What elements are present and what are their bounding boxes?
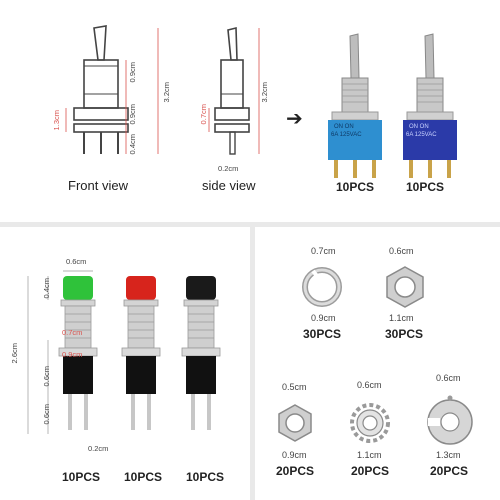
side-dim-pin: 0.2cm <box>218 164 239 173</box>
front-dim-lower: 0.4cm <box>128 134 137 155</box>
pb-dim-pin-width: 0.2cm <box>88 444 109 453</box>
flat-washer-icon <box>427 395 473 445</box>
toggle-switch-dark-blue <box>403 33 457 178</box>
push-button-red <box>121 276 161 430</box>
lock-washer-top-dim: 0.6cm <box>357 380 382 390</box>
pb-qty-red: 10PCS <box>124 470 163 484</box>
hardware-panel <box>255 227 500 500</box>
dark-blue-switch-marking-bottom: 6A 125VAC <box>406 132 437 138</box>
pb-dim-total: 2.6cm <box>10 343 19 364</box>
side-dim-depth: 0.7cm <box>199 104 208 125</box>
hex-nut-large-top-dim: 0.6cm <box>389 246 414 256</box>
toggle-qty-left: 10PCS <box>336 180 375 194</box>
front-view-caption: Front view <box>68 178 128 193</box>
hex-nut-large-qty: 30PCS <box>385 327 424 341</box>
push-button-black <box>181 276 221 430</box>
side-view-toggle-drawing <box>208 26 260 155</box>
split-washer-icon <box>302 267 342 307</box>
front-dim-upper: 0.9cm <box>128 62 137 83</box>
push-button-green <box>58 276 98 430</box>
flat-washer-top-dim: 0.6cm <box>436 373 461 383</box>
flat-washer-bottom-dim: 1.3cm <box>436 450 461 460</box>
front-dim-width: 1.3cm <box>52 110 61 131</box>
blue-switch-marking-bottom: 6A 125VAC <box>331 132 362 138</box>
lock-washer-bottom-dim: 1.1cm <box>357 450 382 460</box>
pb-dim-thread-outer: 0.9cm <box>62 350 83 359</box>
front-dim-total: 3.2cm <box>162 82 171 103</box>
pb-dim-body: 0.6cm <box>42 366 51 387</box>
front-view-toggle-drawing <box>65 25 159 154</box>
hex-nut-large-icon <box>386 266 424 308</box>
split-washer-top-dim: 0.7cm <box>311 246 336 256</box>
hex-nut-small-qty: 20PCS <box>276 464 315 478</box>
toggle-qty-right: 10PCS <box>406 180 445 194</box>
pb-dim-pins: 0.6cm <box>42 404 51 425</box>
hex-nut-large-bottom-dim: 1.1cm <box>389 313 414 323</box>
split-washer-qty: 30PCS <box>303 327 342 341</box>
lock-washer-icon <box>350 403 390 443</box>
split-washer-bottom-dim: 0.9cm <box>311 313 336 323</box>
flat-washer-qty: 20PCS <box>430 464 469 478</box>
hex-nut-small-top-dim: 0.5cm <box>282 382 307 392</box>
pb-qty-black: 10PCS <box>186 470 225 484</box>
pb-dim-thread-inner: 0.7cm <box>62 328 83 337</box>
pb-dim-cap-height: 0.4cm <box>42 278 51 299</box>
hex-nut-small-icon <box>278 404 312 442</box>
pb-dim-cap-width: 0.6cm <box>66 257 87 266</box>
hex-nut-small-bottom-dim: 0.9cm <box>282 450 307 460</box>
front-dim-middle: 0.9cm <box>128 104 137 125</box>
blue-switch-marking-top: ON ON <box>334 124 354 130</box>
arrow-right-icon: ➔ <box>286 108 303 130</box>
lock-washer-qty: 20PCS <box>351 464 390 478</box>
side-view-caption: side view <box>202 178 256 193</box>
push-button-dimension-lines <box>27 270 93 434</box>
dark-blue-switch-marking-top: ON ON <box>409 124 429 130</box>
toggle-switch-blue <box>328 33 382 178</box>
side-dim-total: 3.2cm <box>260 82 269 103</box>
pb-qty-green: 10PCS <box>62 470 101 484</box>
